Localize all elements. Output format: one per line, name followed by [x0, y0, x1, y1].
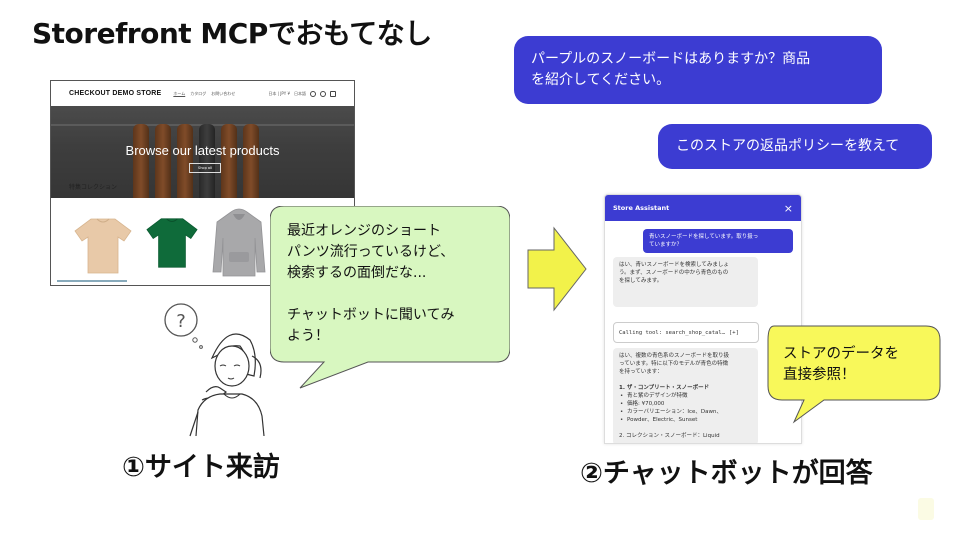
- bot-chat-message: はい、複数の青色系のスノーボードを取り扱 っています。特に以下のモデルが青色の特…: [613, 348, 758, 443]
- message-line: を探してみます。: [619, 278, 663, 284]
- detail-bullet: Powder、Electric、Sunset: [619, 416, 752, 424]
- thought-line: [287, 284, 507, 305]
- language-selector[interactable]: 日本語: [294, 90, 306, 96]
- store-data-callout-text: ストアのデータを 直接参照！: [783, 344, 899, 386]
- thought-line: パンツ流行っているけど、: [287, 244, 455, 260]
- beige-tshirt-image[interactable]: [73, 217, 133, 275]
- hanging-jacket: [133, 124, 149, 198]
- store-header-right: 日本 | JPY ¥ 日本語: [268, 90, 336, 97]
- tool-call-block[interactable]: Calling tool: search_shop_catal… [+]: [613, 322, 759, 343]
- callout-line: 直接参照！: [783, 367, 856, 383]
- store-footer-link[interactable]: [57, 280, 127, 282]
- thought-line: 検索するの面倒だな...: [287, 265, 427, 281]
- hanging-jacket: [243, 124, 259, 198]
- thought-line: チャットボットに聞いてみ: [287, 307, 455, 323]
- hanging-jacket: [221, 124, 237, 198]
- shop-all-button[interactable]: Shop all: [189, 163, 221, 173]
- message-line: を紹介してください。: [531, 72, 671, 88]
- collection-title: 特集コレクション: [69, 184, 118, 191]
- thought-line: 最近オレンジのショート: [287, 223, 441, 239]
- right-arrow-icon: [527, 226, 587, 312]
- message-line: っています。特に以下のモデルが青色の特徴: [619, 361, 729, 367]
- chat-widget-header: Store Assistant ×: [605, 195, 801, 221]
- thought-line: よう！: [287, 328, 329, 344]
- user-chat-message: 青いスノーボードを探しています。取り扱っ ていますか？: [643, 229, 793, 253]
- user-message-return-policy: このストアの返品ポリシーを教えて: [658, 124, 932, 169]
- corner-decoration: [918, 498, 934, 520]
- hanging-jacket: [155, 124, 171, 198]
- detail-bullet: 青と紫のデザインが特徴: [619, 392, 752, 400]
- cart-icon[interactable]: [330, 90, 336, 97]
- message-line: う。まず、スノーボードの中から青色のもの: [619, 270, 729, 276]
- chat-widget: Store Assistant × 青いスノーボードを探しています。取り扱っ て…: [604, 194, 802, 444]
- nav-link-contact[interactable]: お問い合わせ: [211, 90, 236, 96]
- product-item-details: 青と紫のデザインが特徴 価格: ¥70,000 カラーバリエーション：Ice、D…: [619, 392, 752, 424]
- chat-messages[interactable]: 青いスノーボードを探しています。取り扱っ ていますか？ はい、青いスノーボードを…: [605, 221, 801, 443]
- question-mark: ?: [176, 311, 186, 332]
- green-tshirt-image[interactable]: [145, 217, 199, 269]
- step1-caption: ①サイト来訪: [122, 452, 280, 483]
- customer-thought-bubble: [270, 206, 510, 389]
- close-icon[interactable]: ×: [783, 201, 793, 215]
- user-message-purple-snowboard: パープルのスノーボードはありますか？商品 を紹介してください。: [514, 36, 882, 104]
- detail-bullet: 価格: ¥70,000: [619, 400, 752, 408]
- message-line: ていますか？: [649, 242, 683, 248]
- hanging-jacket: [177, 124, 193, 198]
- gray-hoodie-image[interactable]: [211, 208, 267, 278]
- customer-thought-text: 最近オレンジのショート パンツ流行っているけど、 検索するの面倒だな... チャ…: [287, 221, 507, 347]
- hero-heading: Browse our latest products: [125, 143, 280, 158]
- search-icon[interactable]: [310, 90, 316, 97]
- store-screenshot: CHECKOUT DEMO STORE ホーム カタログ お問い合わせ 日本 |…: [50, 80, 355, 286]
- store-nav-links: ホーム カタログ お問い合わせ: [173, 91, 235, 97]
- message-line: はい、複数の青色系のスノーボードを取り扱: [619, 353, 730, 359]
- detail-bullet: カラーバリエーション：Ice、Dawn、: [619, 408, 752, 416]
- hero-banner: Browse our latest products Shop all: [51, 106, 354, 198]
- store-logo[interactable]: CHECKOUT DEMO STORE: [69, 90, 162, 97]
- store-header: CHECKOUT DEMO STORE ホーム カタログ お問い合わせ 日本 |…: [51, 81, 354, 106]
- account-icon[interactable]: [320, 90, 326, 97]
- slide-title: Storefront MCPでおもてなし: [32, 17, 432, 50]
- nav-link-home[interactable]: ホーム: [173, 90, 186, 96]
- thinking-girl-illustration: ?: [164, 303, 265, 437]
- message-line: を持っています：: [619, 369, 663, 375]
- message-line: パープルのスノーボードはありますか？商品: [531, 51, 811, 67]
- step2-caption: ②チャットボットが回答: [580, 458, 873, 489]
- product-item-title: 1. ザ・コンプリート・スノーボード: [619, 385, 710, 391]
- bot-chat-message: はい、青いスノーボードを検索してみましょ う。まず、スノーボードの中から青色のも…: [613, 257, 758, 307]
- callout-line: ストアのデータを: [783, 346, 899, 362]
- message-line: 青いスノーボードを探しています。取り扱っ: [649, 234, 759, 240]
- tool-call-label: Calling tool: search_shop_catal…: [619, 329, 725, 336]
- product-item-title: 2. コレクション・スノーボード：Liquid: [619, 433, 720, 439]
- nav-link-catalog[interactable]: カタログ: [190, 90, 207, 96]
- region-selector[interactable]: 日本 | JPY ¥: [268, 90, 290, 96]
- expand-button[interactable]: [+]: [728, 329, 739, 336]
- chat-widget-title: Store Assistant: [613, 204, 670, 212]
- hero-overlay: [51, 106, 354, 198]
- store-data-callout: [767, 325, 941, 424]
- message-line: はい、青いスノーボードを検索してみましょ: [619, 262, 729, 268]
- hanging-jacket: [199, 124, 215, 198]
